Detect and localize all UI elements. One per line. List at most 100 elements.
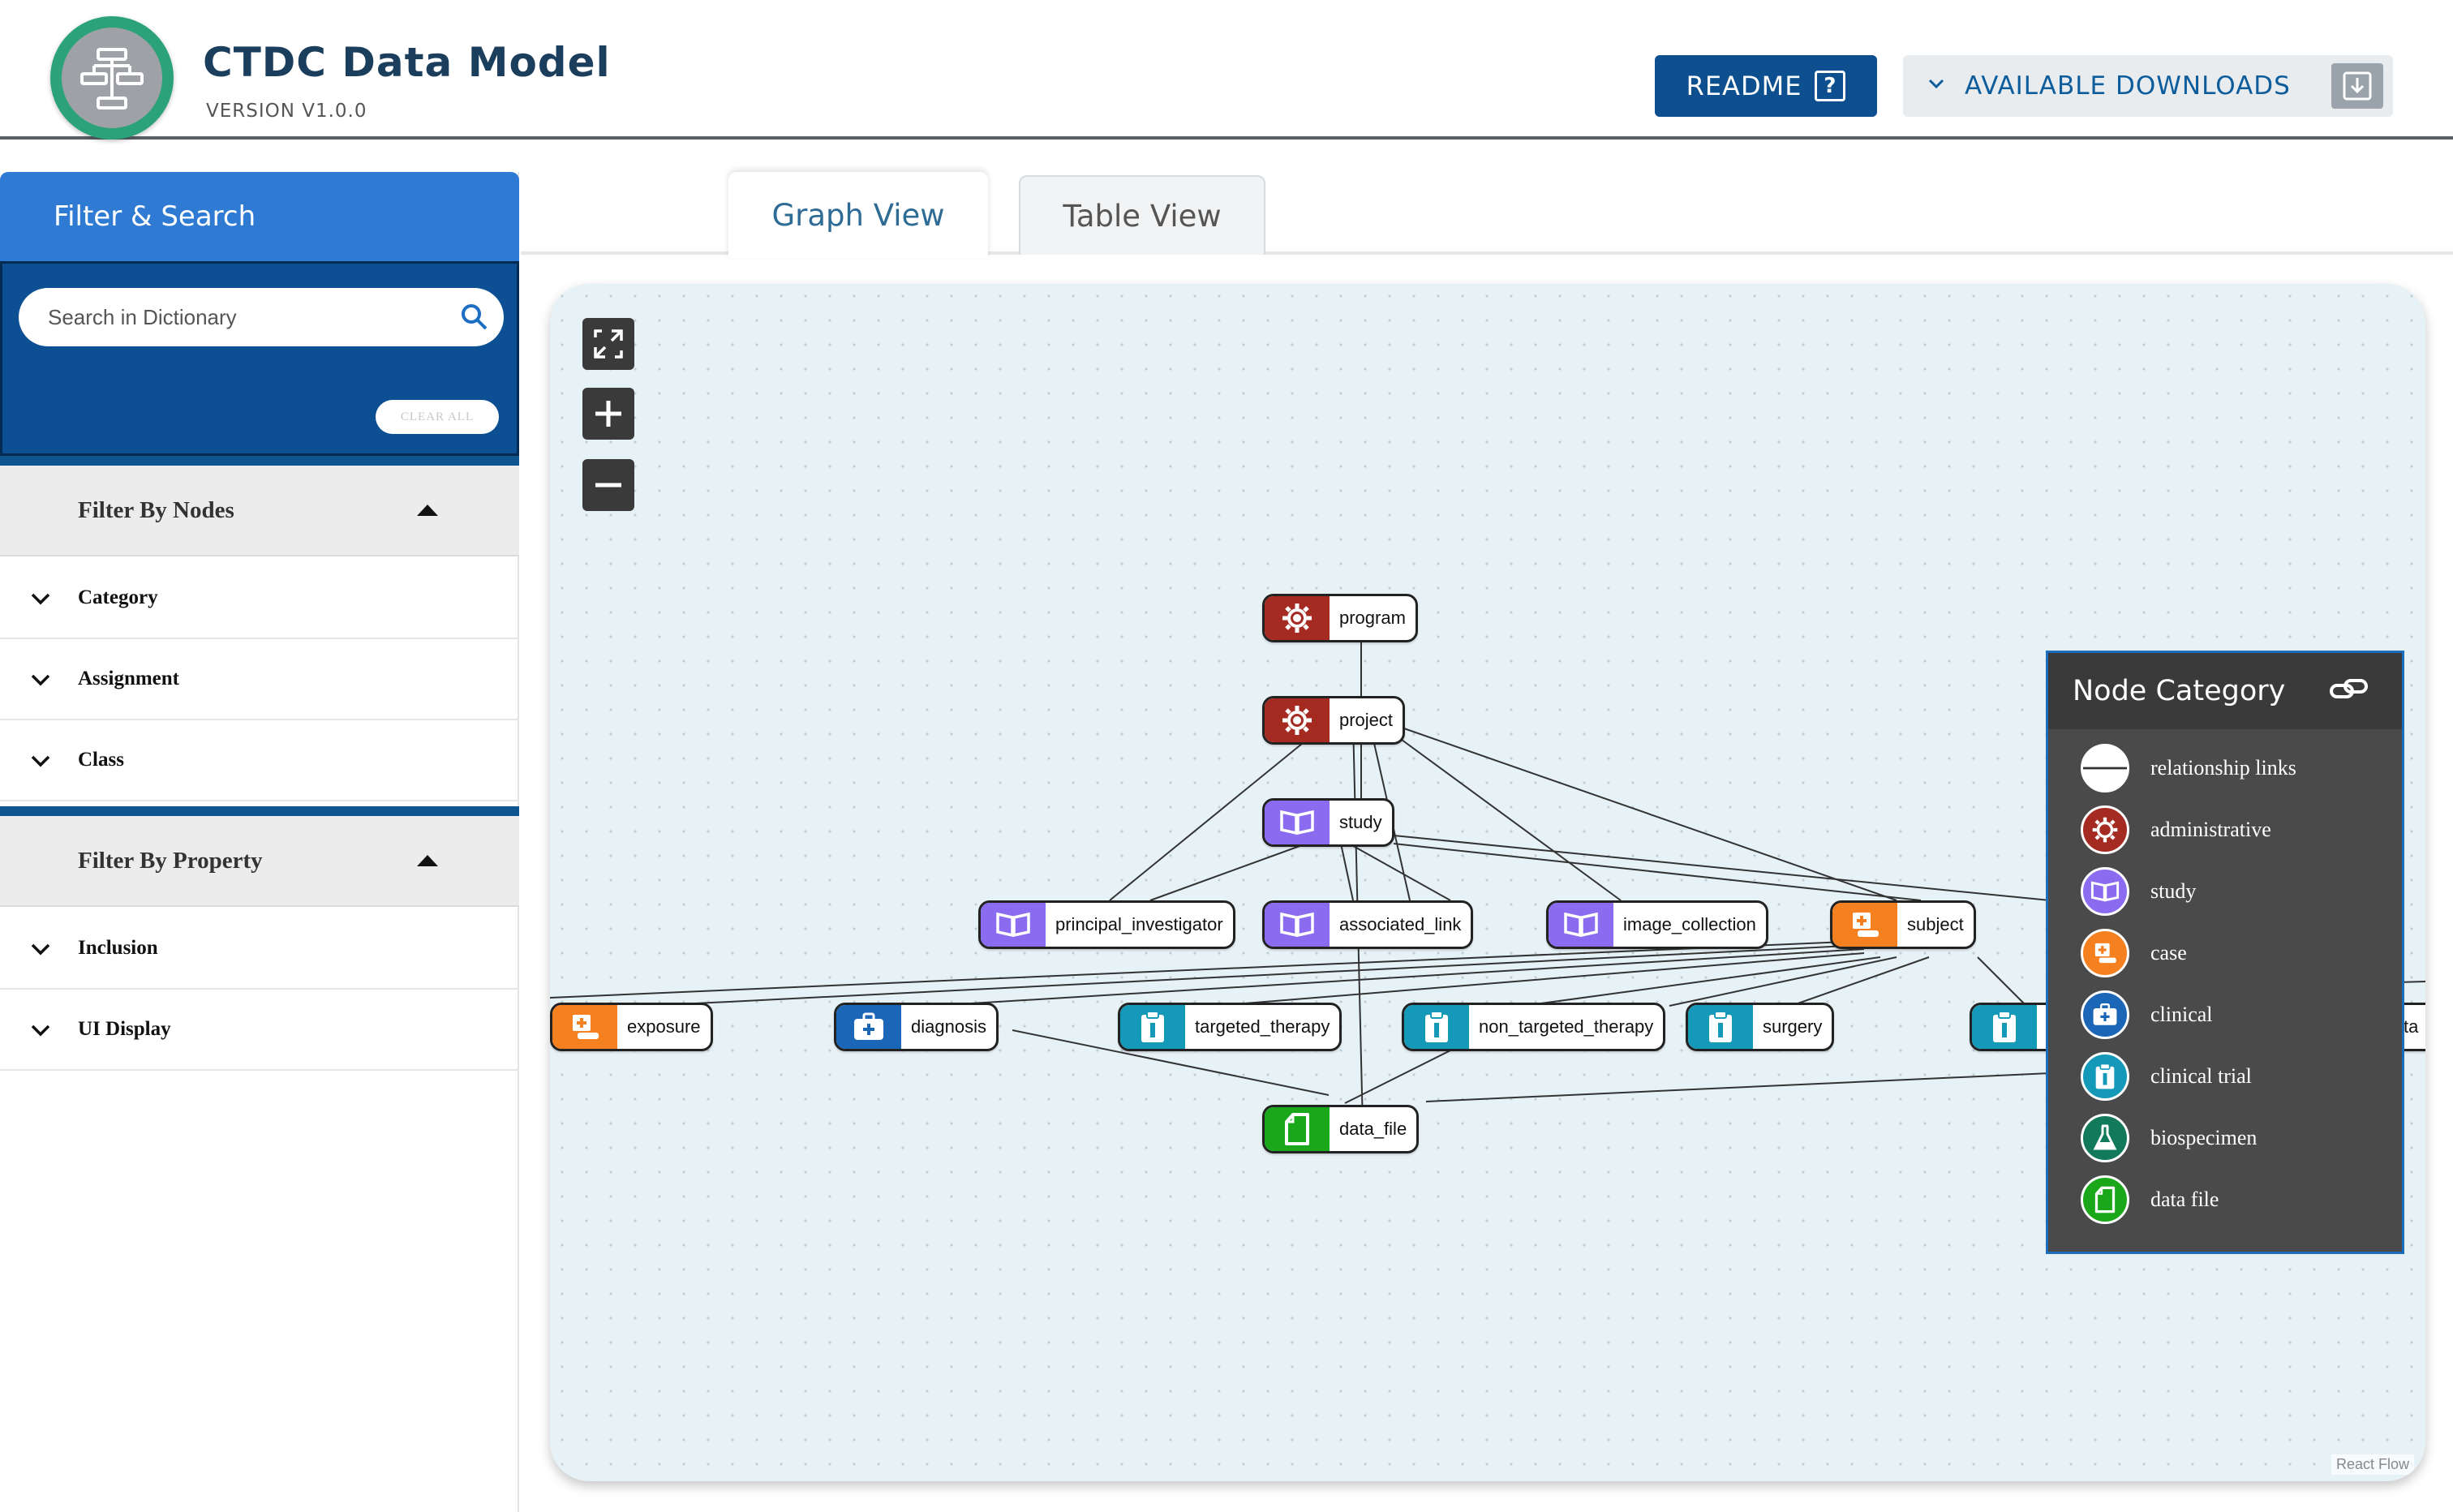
- filter-by-property-title: Filter By Property: [78, 847, 263, 874]
- node-label: diagnosis: [911, 1016, 986, 1037]
- search-box[interactable]: [19, 288, 504, 346]
- legend-label: data file: [2150, 1188, 2219, 1211]
- minus-icon: [595, 483, 621, 488]
- node-label: associated_link: [1339, 914, 1462, 934]
- section-divider: [0, 456, 519, 466]
- node-exposure[interactable]: exposure: [550, 1003, 713, 1051]
- legend-title: Node Category: [2073, 675, 2286, 707]
- facet-ui-display[interactable]: UI Display: [0, 990, 519, 1071]
- clear-all-button[interactable]: CLEAR ALL: [376, 400, 499, 434]
- node-label: program: [1339, 608, 1406, 628]
- node-image-collection[interactable]: image_collection: [1546, 900, 1768, 949]
- legend-label: biospecimen: [2150, 1126, 2258, 1149]
- node-label: principal_investigator: [1055, 914, 1223, 934]
- legend-header: Node Category: [2048, 653, 2402, 729]
- readme-label: README: [1686, 71, 1802, 101]
- available-downloads-button[interactable]: AVAILABLE DOWNLOADS: [1903, 55, 2393, 117]
- search-icon[interactable]: [458, 301, 491, 333]
- legend-label: relationship links: [2150, 756, 2296, 780]
- node-subject[interactable]: subject: [1830, 900, 1976, 949]
- legend-item-relationship-links: relationship links: [2081, 744, 2296, 793]
- chevron-down-icon: [1927, 75, 1945, 97]
- medical-kit-icon: [2081, 990, 2129, 1039]
- node-project[interactable]: project: [1262, 696, 1406, 745]
- edge: [1109, 721, 1330, 901]
- filter-by-nodes-header[interactable]: Filter By Nodes: [0, 466, 519, 556]
- book-icon: [1549, 903, 1613, 947]
- app-version: VERSION V1.0.0: [206, 101, 367, 122]
- edge: [1377, 721, 1622, 901]
- edge: [1977, 956, 2027, 1007]
- legend-item-case: case: [2081, 929, 2187, 977]
- section-divider: [0, 806, 519, 816]
- patient-case-icon: [1832, 903, 1897, 947]
- book-icon: [1265, 801, 1330, 844]
- node-label: surgery: [1763, 1016, 1823, 1037]
- view-tabs: Graph View Table View: [521, 172, 2453, 258]
- edge: [1348, 843, 1451, 901]
- node-diagnosis[interactable]: diagnosis: [834, 1003, 999, 1051]
- collapse-up-icon[interactable]: [417, 505, 438, 516]
- clipboard-icon: [1688, 1005, 1753, 1049]
- gear-icon: [2081, 805, 2129, 854]
- legend-item-study: study: [2081, 867, 2196, 916]
- patient-case-icon: [552, 1005, 617, 1049]
- collapse-up-icon[interactable]: [417, 855, 438, 866]
- plus-icon: [595, 401, 621, 427]
- readme-button[interactable]: README ?: [1655, 55, 1877, 117]
- edge: [1523, 956, 1881, 1007]
- facet-label: Inclusion: [78, 937, 158, 959]
- edge: [1385, 721, 1897, 901]
- edge: [647, 944, 1865, 1007]
- book-icon: [2081, 867, 2129, 916]
- gear-icon: [1265, 596, 1330, 640]
- facet-assignment[interactable]: Assignment: [0, 639, 519, 720]
- node-principal-investigator[interactable]: principal_investigator: [978, 900, 1235, 949]
- node-data-file[interactable]: data_file: [1262, 1105, 1420, 1153]
- filter-by-nodes-title: Filter By Nodes: [78, 496, 234, 523]
- node-program[interactable]: program: [1262, 594, 1418, 642]
- facet-inclusion[interactable]: Inclusion: [0, 908, 519, 990]
- filter-by-property-header[interactable]: Filter By Property: [0, 816, 519, 907]
- node-study[interactable]: study: [1262, 798, 1394, 847]
- search-input[interactable]: [48, 304, 437, 330]
- node-targeted-therapy[interactable]: targeted_therapy: [1118, 1003, 1342, 1051]
- node-non-targeted-therapy[interactable]: non_targeted_therapy: [1402, 1003, 1666, 1051]
- react-flow-attribution[interactable]: React Flow: [2331, 1454, 2414, 1475]
- node-surgery[interactable]: surgery: [1686, 1003, 1835, 1051]
- zoom-out-button[interactable]: [582, 459, 634, 511]
- book-icon: [1265, 903, 1330, 947]
- filter-search-panel: CLEAR ALL: [0, 261, 519, 456]
- legend-label: clinical trial: [2150, 1064, 2252, 1088]
- legend-label: study: [2150, 879, 2197, 903]
- node-associated-link[interactable]: associated_link: [1262, 900, 1474, 949]
- sidebar: Filter & Search CLEAR ALL Filter By Node…: [0, 172, 519, 1512]
- facet-label: Assignment: [78, 668, 180, 689]
- edge: [1340, 843, 1354, 901]
- facet-label: UI Display: [78, 1018, 171, 1040]
- fit-view-button[interactable]: [582, 318, 634, 370]
- data-model-logo-icon: [62, 28, 162, 128]
- edge: [1790, 956, 1930, 1007]
- filter-search-title: Filter & Search: [0, 172, 519, 261]
- tab-table-view[interactable]: Table View: [1019, 175, 1265, 255]
- header: CTDC Data Model VERSION V1.0.0 README ? …: [0, 0, 2453, 140]
- legend-item-biospecimen: biospecimen: [2081, 1114, 2257, 1162]
- download-icon[interactable]: [2331, 63, 2383, 109]
- facet-category[interactable]: Category: [0, 558, 519, 639]
- link-icon[interactable]: [2329, 676, 2369, 711]
- zoom-in-button[interactable]: [582, 388, 634, 440]
- legend-item-administrative: administrative: [2081, 805, 2271, 854]
- facet-label: Category: [78, 586, 158, 608]
- edge: [930, 948, 1865, 1007]
- node-label: study: [1339, 812, 1382, 832]
- legend-label: administrative: [2150, 818, 2271, 841]
- node-label: subject: [1907, 914, 1964, 934]
- node-label: targeted_therapy: [1195, 1016, 1330, 1037]
- edge: [1393, 835, 2133, 909]
- facet-class[interactable]: Class: [0, 720, 519, 801]
- chevron-down-icon: [29, 668, 52, 691]
- node-label: non_targeted_therapy: [1479, 1016, 1654, 1037]
- tab-graph-view[interactable]: Graph View: [728, 172, 988, 258]
